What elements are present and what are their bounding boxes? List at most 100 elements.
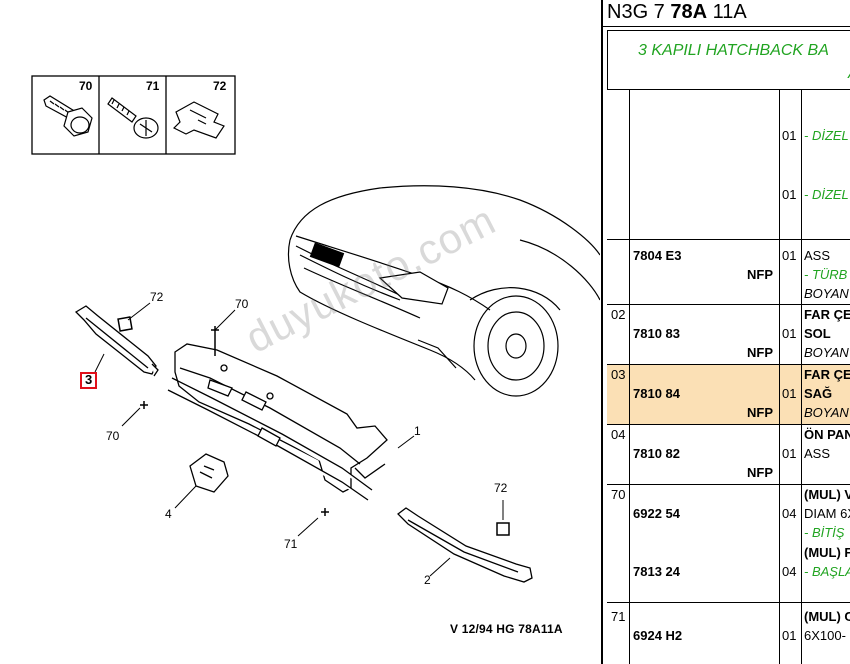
column-divider bbox=[629, 425, 630, 484]
nfp-flag: NFP bbox=[747, 405, 773, 420]
column-divider bbox=[629, 305, 630, 364]
description-line: FAR ÇE bbox=[804, 307, 850, 322]
description-line: (MUL) F bbox=[804, 545, 850, 560]
column-divider bbox=[779, 305, 780, 364]
ref-number: 04 bbox=[611, 427, 626, 442]
quantity: 01 bbox=[782, 386, 797, 401]
callout-72[interactable]: 72 bbox=[150, 290, 164, 304]
description-line: DIAM 6X bbox=[804, 506, 850, 521]
column-divider bbox=[801, 485, 802, 602]
description-line: - DİZEL bbox=[804, 187, 849, 202]
table-row[interactable]: 03 7810 84 NFP FAR ÇE 01 SAĞ BOYAN bbox=[607, 365, 850, 425]
part-number: 7804 E3 bbox=[633, 248, 682, 263]
nfp-flag: NFP bbox=[747, 267, 773, 282]
ref-number: 03 bbox=[611, 367, 626, 382]
callout-71[interactable]: 71 bbox=[284, 537, 298, 551]
description-line: (MUL) C bbox=[804, 609, 850, 624]
clip-72-icon bbox=[172, 101, 225, 139]
parts-table: 3 KAPILI HATCHBACK BA A 01 - DİZEL 01 - DİZ… bbox=[601, 27, 850, 664]
description-line: - BİTİŞ bbox=[804, 525, 845, 540]
part-number: 7810 84 bbox=[633, 386, 680, 401]
column-divider bbox=[801, 365, 802, 424]
column-divider bbox=[801, 425, 802, 484]
ref-number: 71 bbox=[611, 609, 626, 624]
column-divider bbox=[779, 365, 780, 424]
table-row[interactable]: 7804 E3 NFP 01 ASS - TÜRB BOYAN bbox=[607, 240, 850, 305]
table-title-row: 3 KAPILI HATCHBACK BA A bbox=[607, 30, 850, 90]
bolt-70-icon bbox=[43, 95, 93, 137]
ref-number: 70 bbox=[611, 487, 626, 502]
description-line: SOL bbox=[804, 326, 831, 341]
quantity: 01 bbox=[782, 248, 797, 263]
description-line: 6X100- bbox=[804, 628, 846, 643]
part-1-front-panel bbox=[167, 343, 388, 501]
description-line: BOYAN bbox=[804, 286, 849, 301]
diagram-version-code: V 12/94 HG 78A11A bbox=[450, 622, 563, 636]
quantity: 01 bbox=[782, 187, 797, 202]
description-line: ÖN PAN bbox=[804, 427, 850, 442]
document-header: N3G 7 78A 11A bbox=[601, 0, 850, 27]
part-number: 7810 83 bbox=[633, 326, 680, 341]
column-divider bbox=[801, 305, 802, 364]
hardware-label-72: 72 bbox=[213, 79, 227, 93]
column-divider bbox=[629, 603, 630, 664]
description-line: - DİZEL bbox=[804, 128, 849, 143]
table-title: 3 KAPILI HATCHBACK BA bbox=[638, 42, 829, 59]
hardware-label-70: 70 bbox=[79, 79, 93, 93]
table-title-sub: A bbox=[848, 65, 850, 82]
header-bold: 78A bbox=[670, 1, 708, 23]
table-row[interactable]: 01 - DİZEL 01 - DİZEL bbox=[607, 90, 850, 240]
column-divider bbox=[629, 240, 630, 304]
nfp-flag: NFP bbox=[747, 345, 773, 360]
description-line: - BAŞLA bbox=[804, 564, 850, 579]
nfp-flag: NFP bbox=[747, 465, 773, 480]
screw-71-icon bbox=[107, 97, 159, 139]
column-divider bbox=[779, 90, 780, 239]
column-divider bbox=[779, 485, 780, 602]
header-prefix: N3G 7 bbox=[607, 1, 671, 23]
header-suffix: 11A bbox=[707, 1, 747, 23]
column-divider bbox=[629, 485, 630, 602]
quantity: 01 bbox=[782, 326, 797, 341]
column-divider bbox=[779, 425, 780, 484]
column-divider bbox=[629, 365, 630, 424]
callout-72[interactable]: 72 bbox=[494, 481, 508, 495]
quantity: 01 bbox=[782, 128, 797, 143]
callout-1[interactable]: 1 bbox=[414, 424, 421, 438]
callout-4[interactable]: 4 bbox=[165, 507, 172, 521]
quantity: 04 bbox=[782, 564, 797, 579]
quantity: 01 bbox=[782, 628, 797, 643]
hardware-label-71: 71 bbox=[146, 79, 160, 93]
part-number: 6924 H2 bbox=[633, 628, 683, 643]
column-divider bbox=[779, 603, 780, 664]
leader-lines bbox=[94, 302, 504, 577]
part-number: 7813 24 bbox=[633, 564, 680, 579]
table-row[interactable]: 02 7810 83 NFP FAR ÇE 01 SOL BOYAN bbox=[607, 305, 850, 365]
exploded-view-drawing bbox=[31, 75, 600, 583]
description-line: SAĞ bbox=[804, 386, 833, 401]
column-divider bbox=[801, 240, 802, 304]
callout-2[interactable]: 2 bbox=[424, 573, 431, 587]
table-row[interactable]: 71 6924 H2 (MUL) C 01 6X100- bbox=[607, 603, 850, 664]
car-front-outline bbox=[287, 185, 600, 397]
description-line: ASS bbox=[804, 248, 831, 263]
column-divider bbox=[629, 90, 630, 239]
description-line: BOYAN bbox=[804, 405, 849, 420]
description-line: FAR ÇE bbox=[804, 367, 850, 382]
hardware-box bbox=[31, 75, 236, 155]
quantity: 01 bbox=[782, 446, 797, 461]
callout-70[interactable]: 70 bbox=[235, 297, 249, 311]
description-line: (MUL) V bbox=[804, 487, 850, 502]
column-divider bbox=[801, 603, 802, 664]
part-2-headlamp-strip-right bbox=[397, 507, 533, 583]
description-line: BOYAN bbox=[804, 345, 849, 360]
quantity: 04 bbox=[782, 506, 797, 521]
callout-3-selected[interactable]: 3 bbox=[80, 372, 98, 389]
description-line: - TÜRB bbox=[804, 267, 848, 282]
callout-70[interactable]: 70 bbox=[106, 429, 120, 443]
ref-number: 02 bbox=[611, 307, 626, 322]
parts-diagram: 70 71 72 72 70 3 70 1 4 71 72 2 V 12/94 … bbox=[31, 75, 600, 636]
column-divider bbox=[801, 90, 802, 239]
